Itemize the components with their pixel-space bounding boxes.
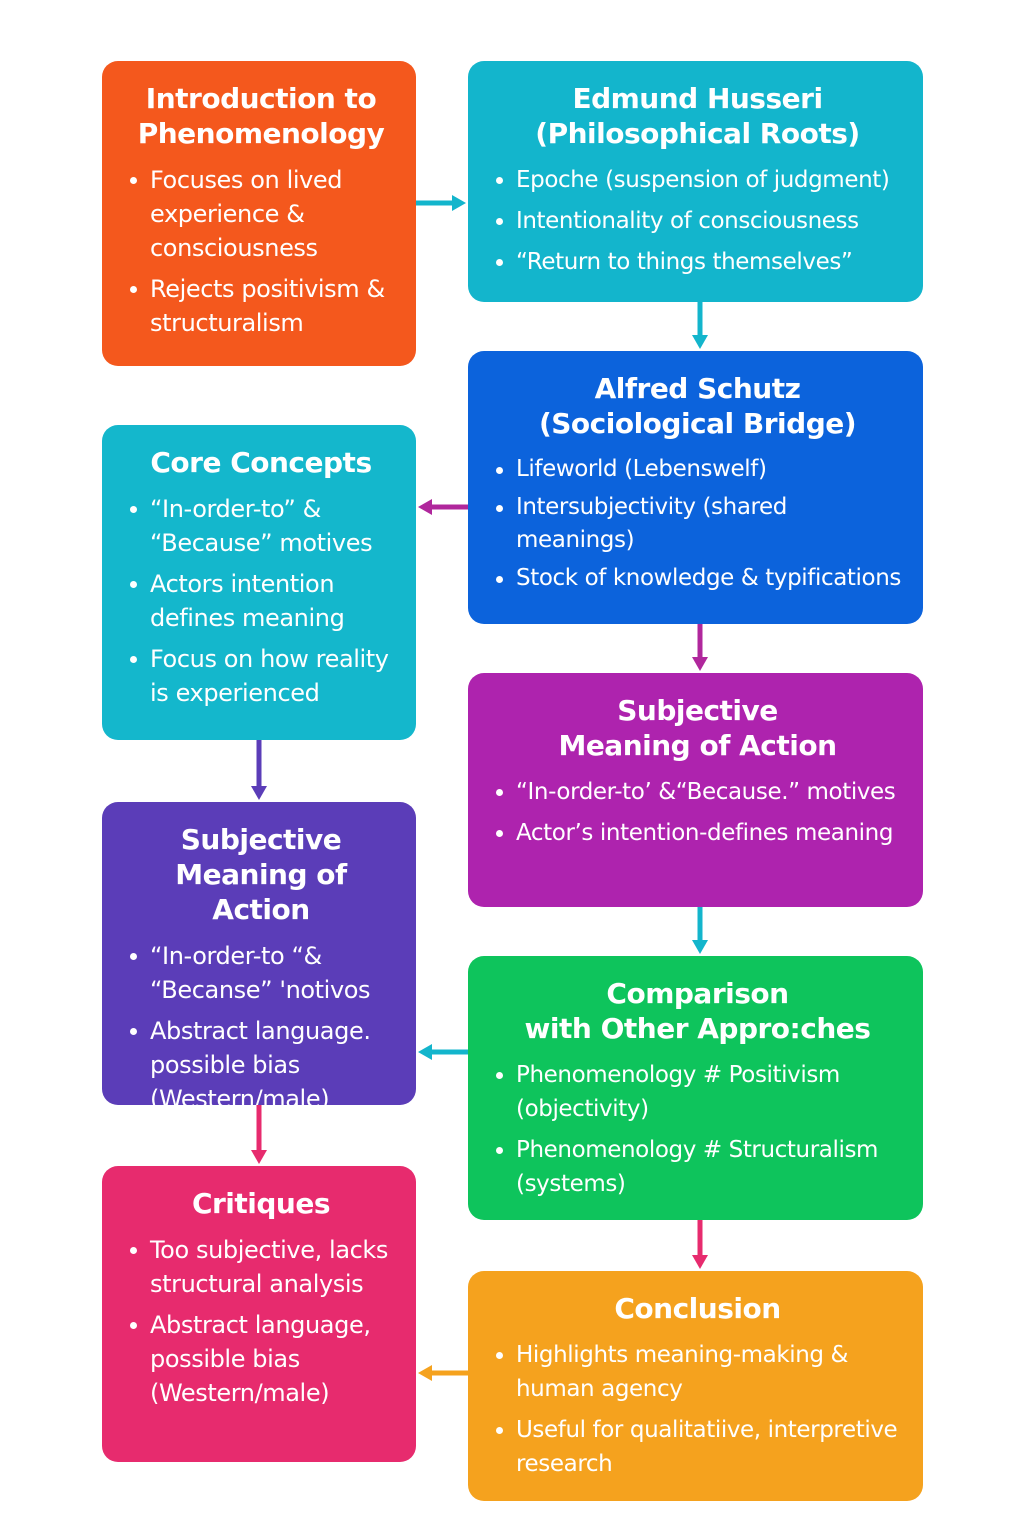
box-critiques: Critiques Too subjective, lacks structur…: [102, 1166, 416, 1462]
bullet-item: Stock of knowledge & typifications: [494, 562, 901, 595]
title-line: Meaning of Action: [175, 858, 347, 926]
box-husserl-title: Edmund Husseri (Philosophical Roots): [494, 81, 901, 151]
bullet-item: Lifeworld (Lebenswelf): [494, 453, 901, 486]
bullet-item: Abstract language, possible bias (Wester…: [128, 1308, 394, 1410]
title-line: Comparison: [606, 977, 789, 1010]
bullet-item: “In-order-to” & “Because” motives: [128, 492, 394, 560]
bullet-item: “In-order-to “& “Becanse” 'notivos: [128, 939, 394, 1007]
bullet-list: Epoche (suspension of judgment) Intentio…: [494, 163, 901, 279]
connector-arrow: [251, 1105, 267, 1164]
bullet-item: Intentionality of consciousness: [494, 204, 901, 238]
arrow-head: [692, 940, 708, 954]
bullet-item: Rejects positivism & structuralism: [128, 272, 394, 340]
title-line: Alfred Schutz: [594, 372, 801, 405]
title-line: Subjective: [180, 823, 342, 856]
box-subjective-meaning-left: Subjective Meaning of Action “In-order-t…: [102, 802, 416, 1105]
connector-arrow: [418, 499, 468, 515]
connector-arrow: [692, 1220, 708, 1269]
title-line: Core Concepts: [150, 446, 372, 479]
bullet-item: “In-order-to’ &“Because.” motives: [494, 775, 901, 809]
connector-arrow: [418, 1044, 468, 1060]
bullet-list: Focuses on lived experience & consciousn…: [128, 163, 394, 340]
arrow-head: [418, 1365, 432, 1381]
bullet-item: “Return to things themselves”: [494, 245, 901, 279]
bullet-item: Actor’s intention-defines meaning: [494, 816, 901, 850]
arrow-head: [692, 657, 708, 671]
arrow-head: [251, 1150, 267, 1164]
bullet-item: Focuses on lived experience & consciousn…: [128, 163, 394, 265]
box-subjective-meaning-right: Subjective Meaning of Action “In-order-t…: [468, 673, 923, 907]
bullet-item: Too subjective, lacks structural analysi…: [128, 1233, 394, 1301]
bullet-item: Actors intention defines meaning: [128, 567, 394, 635]
title-line: (Philosophical Roots): [535, 117, 860, 150]
bullet-list: Phenomenology # Positivism (objectivity)…: [494, 1058, 901, 1201]
title-line: Meaning of Action: [558, 729, 837, 762]
title-line: Introduction to: [145, 82, 377, 115]
bullet-item: Abstract language. possible bias (Wester…: [128, 1014, 394, 1105]
connector-arrow: [418, 1365, 468, 1381]
box-critiques-title: Critiques: [128, 1186, 394, 1221]
title-line: Edmund Husseri: [572, 82, 823, 115]
box-core-concepts-title: Core Concepts: [128, 445, 394, 480]
title-line: Subjective: [617, 694, 778, 727]
box-subjective-meaning-left-title: Subjective Meaning of Action: [128, 822, 394, 927]
box-comparison: Comparison with Other Appro:ches Phenome…: [468, 956, 923, 1220]
title-line: Critiques: [191, 1187, 331, 1220]
bullet-item: Phenomenology # Structuralism (systems): [494, 1133, 901, 1201]
bullet-list: Highlights meaning-making & human agency…: [494, 1338, 901, 1481]
bullet-list: Too subjective, lacks structural analysi…: [128, 1233, 394, 1410]
box-comparison-title: Comparison with Other Appro:ches: [494, 976, 901, 1046]
bullet-list: “In-order-to” & “Because” motives Actors…: [128, 492, 394, 710]
bullet-list: “In-order-to’ &“Because.” motives Actor’…: [494, 775, 901, 850]
box-husserl: Edmund Husseri (Philosophical Roots) Epo…: [468, 61, 923, 302]
connector-arrow: [692, 624, 708, 671]
arrow-head: [452, 195, 466, 211]
box-schutz-title: Alfred Schutz (Sociological Bridge): [494, 371, 901, 441]
bullet-item: Focus on how reality is experienced: [128, 642, 394, 710]
box-conclusion: Conclusion Highlights meaning-making & h…: [468, 1271, 923, 1501]
title-line: (Sociological Bridge): [538, 407, 857, 440]
connector-arrow: [416, 195, 466, 211]
title-line: Phenomenology: [137, 117, 385, 150]
connector-arrow: [692, 907, 708, 954]
title-line: with Other Appro:ches: [524, 1012, 871, 1045]
bullet-item: Useful for qualitatiive, interpretive re…: [494, 1413, 901, 1481]
bullet-item: Epoche (suspension of judgment): [494, 163, 901, 197]
title-line: Conclusion: [614, 1292, 781, 1325]
box-introduction-title: Introduction to Phenomenology: [128, 81, 394, 151]
box-core-concepts: Core Concepts “In-order-to” & “Because” …: [102, 425, 416, 740]
box-conclusion-title: Conclusion: [494, 1291, 901, 1326]
arrow-head: [418, 1044, 432, 1060]
box-introduction: Introduction to Phenomenology Focuses on…: [102, 61, 416, 366]
box-schutz: Alfred Schutz (Sociological Bridge) Life…: [468, 351, 923, 624]
connector-arrow: [692, 302, 708, 349]
arrow-head: [418, 499, 432, 515]
arrow-head: [692, 1255, 708, 1269]
box-subjective-meaning-right-title: Subjective Meaning of Action: [494, 693, 901, 763]
bullet-item: Phenomenology # Positivism (objectivity): [494, 1058, 901, 1126]
bullet-list: “In-order-to “& “Becanse” 'notivos Abstr…: [128, 939, 394, 1105]
bullet-item: Intersubjectivity (shared meanings): [494, 491, 901, 557]
arrow-head: [692, 335, 708, 349]
bullet-item: Highlights meaning-making & human agency: [494, 1338, 901, 1406]
arrow-head: [251, 786, 267, 800]
connector-arrow: [251, 740, 267, 800]
bullet-list: Lifeworld (Lebenswelf) Intersubjectivity…: [494, 453, 901, 595]
